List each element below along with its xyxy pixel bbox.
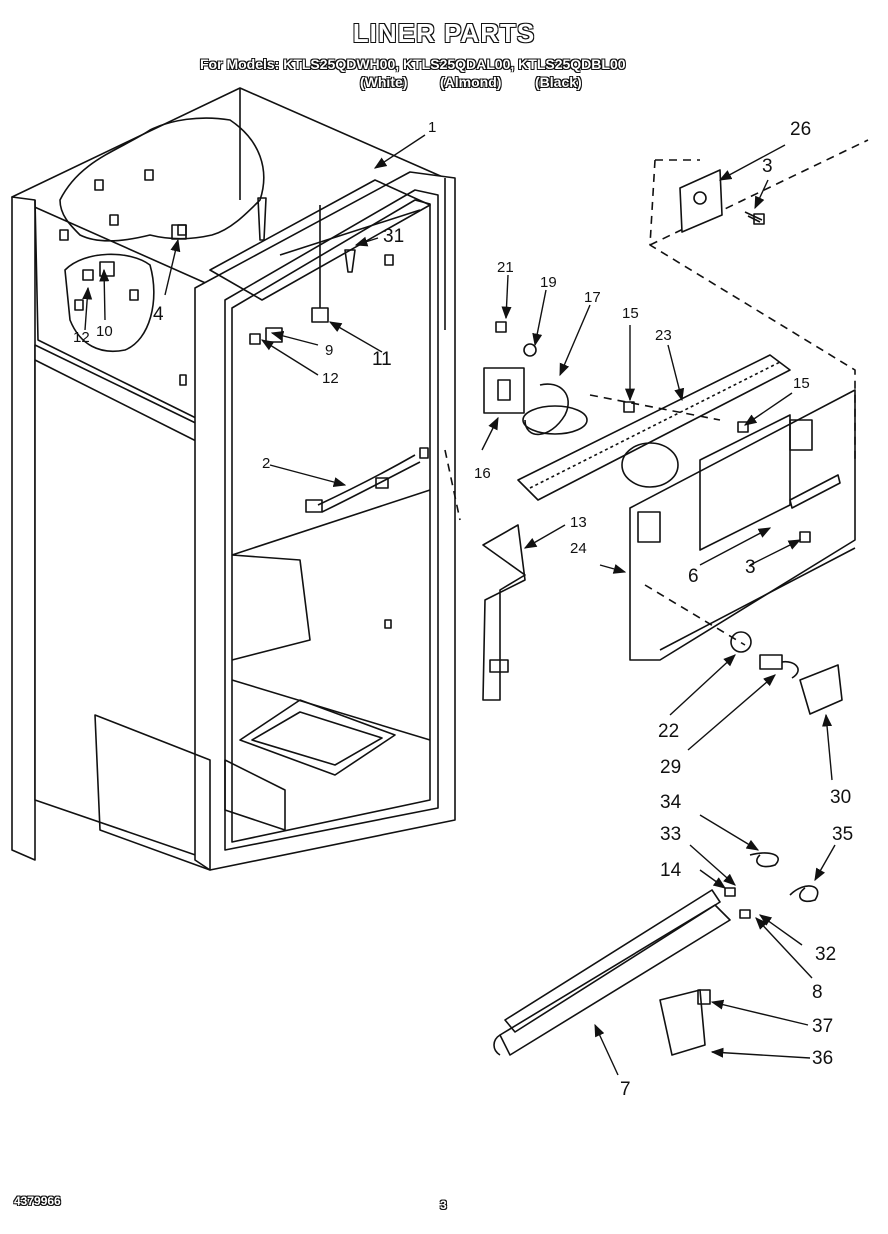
liner-cabinet xyxy=(11,87,456,871)
callout-3-bottom: 3 xyxy=(745,557,756,578)
callout-15-left: 15 xyxy=(622,305,639,322)
callout-34: 34 xyxy=(660,792,682,813)
models-line: For Models: KTLS25QDWH00, KTLS25QDAL00, … xyxy=(200,56,626,72)
callout-24: 24 xyxy=(570,540,587,557)
callout-7: 7 xyxy=(620,1079,631,1100)
callout-9: 9 xyxy=(325,342,333,359)
liner-strip xyxy=(482,524,526,701)
callout-2: 2 xyxy=(262,455,270,472)
page-title: LINER PARTS xyxy=(352,18,536,48)
callout-23: 23 xyxy=(655,327,672,344)
heater-parts xyxy=(493,852,819,1056)
callout-4: 4 xyxy=(153,304,164,325)
wire-harness xyxy=(305,447,429,513)
callout-17: 17 xyxy=(584,289,601,306)
callout-32: 32 xyxy=(815,944,836,965)
callout-37: 37 xyxy=(812,1016,833,1037)
callout-31: 31 xyxy=(383,226,404,247)
callout-12-right: 12 xyxy=(322,370,339,387)
callout-21: 21 xyxy=(497,259,514,276)
callout-arrows xyxy=(82,134,836,1076)
callout-10: 10 xyxy=(96,323,113,340)
callout-8: 8 xyxy=(812,982,823,1003)
screws xyxy=(495,211,811,1005)
callout-16: 16 xyxy=(474,465,491,482)
fan-motor-assembly xyxy=(483,343,588,436)
callout-11: 11 xyxy=(372,349,392,370)
callout-3-top: 3 xyxy=(762,156,773,177)
guide-lines xyxy=(444,139,869,646)
bracket-plate xyxy=(679,169,723,233)
callout-15-right: 15 xyxy=(793,375,810,392)
callout-26: 26 xyxy=(790,119,811,140)
callout-1: 1 xyxy=(428,119,436,136)
variant-white: (White) xyxy=(360,74,408,90)
callout-33: 33 xyxy=(660,824,681,845)
document-number: 4379966 xyxy=(14,1194,61,1208)
callout-36: 36 xyxy=(812,1048,833,1069)
callout-13: 13 xyxy=(570,514,587,531)
callout-29: 29 xyxy=(660,757,681,778)
callout-14: 14 xyxy=(660,860,682,881)
callout-19: 19 xyxy=(540,274,557,291)
light-parts xyxy=(730,631,843,715)
callout-12-left: 12 xyxy=(73,329,90,346)
page-number: 3 xyxy=(440,1198,447,1212)
callout-35: 35 xyxy=(832,824,853,845)
callout-22: 22 xyxy=(658,721,679,742)
evaporator-cover xyxy=(517,354,856,661)
callout-6: 6 xyxy=(688,566,699,587)
variant-black: (Black) xyxy=(535,74,582,90)
variant-almond: (Almond) xyxy=(440,74,502,90)
callout-30: 30 xyxy=(830,787,851,808)
callout-labels: 1 2 26 3 4 6 3 7 8 9 10 11 12 12 13 14 1… xyxy=(73,119,853,1100)
